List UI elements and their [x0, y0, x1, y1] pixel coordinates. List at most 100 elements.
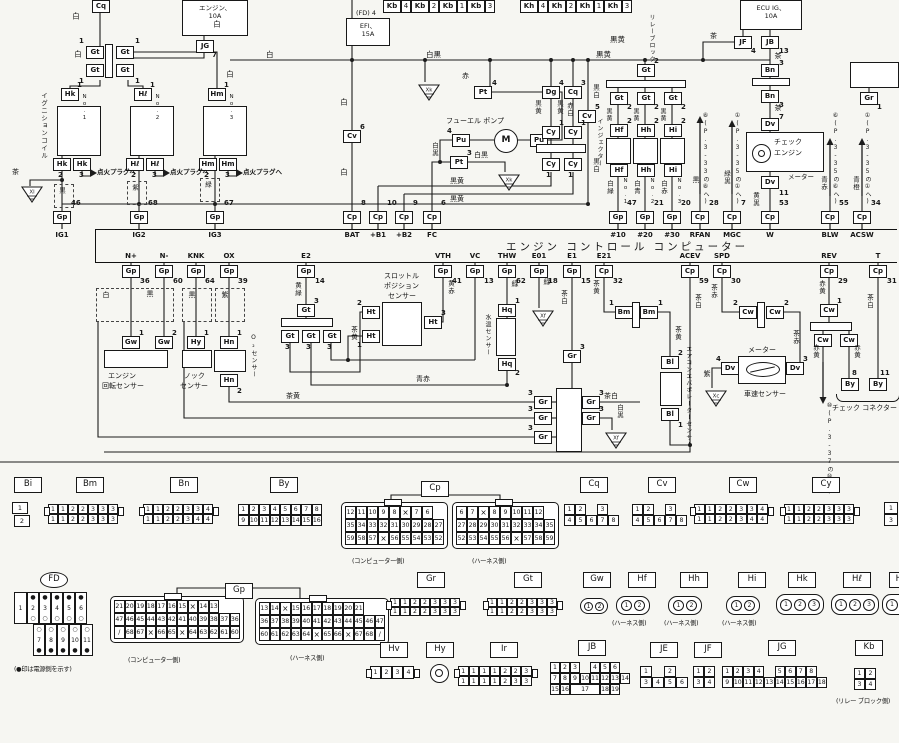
connector-tag-Dv: Dv [721, 362, 739, 375]
connector-label-Cy: Cy [812, 477, 840, 493]
connector-tag-Bl: Bl [661, 408, 679, 421]
terminal-pin-IG1: 46 [71, 199, 81, 207]
terminal-name-BLW: BLW [821, 231, 839, 239]
pin-cell: 12 [345, 506, 356, 519]
svg-text:Xk: Xk [506, 178, 514, 184]
junction-connector [281, 318, 333, 327]
terminal-pin-E01: 18 [548, 277, 558, 285]
wire-label-vertical: No.1 [81, 94, 88, 122]
pin-number: 1 [581, 119, 586, 127]
wire-label-vertical: 緑黒 [722, 170, 731, 185]
pin-number: 2 [515, 369, 520, 377]
injector-1 [606, 138, 631, 164]
shield-box [54, 184, 74, 208]
pin-cell: 3 [108, 504, 118, 514]
terminal-connector-MGC: Cp [723, 211, 741, 224]
terminal-pin-#30: 20 [681, 199, 691, 207]
connector-wing [118, 507, 124, 516]
connector-tag-Hq: Hq [498, 358, 516, 371]
terminal-pin-THW: 62 [516, 277, 526, 285]
shield-box [200, 178, 220, 202]
engine-speed-sensor [104, 350, 168, 368]
round-connector-Hm: 123 [882, 594, 899, 615]
pin-number: 4 [492, 79, 497, 87]
pin-circle: 1 [835, 598, 847, 611]
water-temp-sensor [496, 318, 516, 356]
junction-connector [105, 44, 113, 78]
pin-cell: × [400, 506, 411, 519]
bus-connector-cell: Kb [467, 0, 485, 13]
connector-wing [460, 601, 466, 610]
wire-label-vertical: No.2 [154, 94, 161, 122]
connector-caption: (ハーネス側) [664, 620, 699, 627]
pin-cell: 1 [58, 514, 68, 524]
terminal-name-MGC: MGC [723, 231, 741, 239]
pin-cell: 3 [844, 514, 854, 524]
connector-tag-Bm: Bm [615, 306, 633, 319]
wire-label-vertical: ①(P.3-35の①へ) [864, 112, 871, 206]
terminal-name-E21: E21 [596, 252, 612, 260]
pin-number: 3 [581, 79, 586, 87]
fuse-cell: ●4○ [51, 592, 63, 624]
terminal-pin-E1: 15 [581, 277, 591, 285]
connector-label-Kb: Kb [855, 640, 883, 656]
oxygen-sensor [214, 350, 246, 372]
terminal-name-+B1: +B1 [369, 231, 387, 239]
ignition-coil-2 [130, 106, 174, 156]
terminal-connector-E21: Cp [595, 265, 613, 278]
terminal-connector-E01: Gp [530, 265, 548, 278]
wire-label: 茶 [12, 168, 19, 176]
pin-cell: 3 [537, 598, 547, 607]
pin-cell: 53 [422, 532, 433, 545]
terminal-connector-+B1: Cp [369, 211, 387, 224]
pin-cell: 4 [704, 677, 715, 688]
pin-cell: 54 [411, 532, 422, 545]
pin-cell: 36 [259, 615, 270, 628]
wire-label-vertical: 赤白 [565, 102, 574, 117]
component-text: エンジン、 [198, 4, 232, 12]
pin-number: 1 [877, 103, 882, 111]
wire-label: センサー [180, 382, 208, 390]
check-engine-lamp [752, 144, 771, 163]
pin-cell: 3 [98, 514, 108, 524]
ring-connector-Hy [430, 664, 449, 683]
bus-connector-cell: 1 [457, 0, 467, 13]
pin-circle: 1 [673, 600, 684, 611]
pin-cell: 5 [664, 677, 676, 688]
terminal-pin-W: 53 [779, 199, 789, 207]
pin-cell: 4 [757, 504, 768, 514]
pin-cell: 3 [392, 666, 403, 679]
connector-label-Hℓ: Hℓ [843, 572, 871, 588]
pin-cell: 15 [785, 677, 796, 688]
terminal-pin-VTH: 41 [452, 277, 462, 285]
pin-cell: 37 [219, 613, 230, 626]
pin-number: 3 [306, 343, 311, 351]
pin-cell: 3 [88, 504, 98, 514]
pin-cell: 7 [411, 506, 422, 519]
wire-label: 茶白 [604, 392, 618, 400]
connector-tag-Dv: Dv [761, 176, 779, 189]
terminal-pin-N+: 36 [140, 277, 150, 285]
wire-label: 黒黄 [450, 195, 464, 203]
pin-cell: × [511, 532, 522, 545]
wire-label: 黒黄 [610, 35, 625, 44]
pin-cell: 20 [124, 600, 135, 613]
pin-number: 1 [546, 171, 551, 179]
wire-label-vertical: 黒黄 [659, 108, 666, 122]
terminal-pin-E2: 14 [315, 277, 325, 285]
connector-label-Gt: Gt [514, 572, 542, 588]
pin-cell: 54 [478, 532, 489, 545]
connector-tag-Hk: Hk [53, 158, 71, 171]
pin-cell: 53 [467, 532, 478, 545]
junction-connector [752, 78, 790, 86]
terminal-connector-+B2: Cp [395, 211, 413, 224]
wire-label-vertical: 茶赤 [709, 284, 718, 299]
connector-label-Hh: Hh [680, 572, 708, 588]
